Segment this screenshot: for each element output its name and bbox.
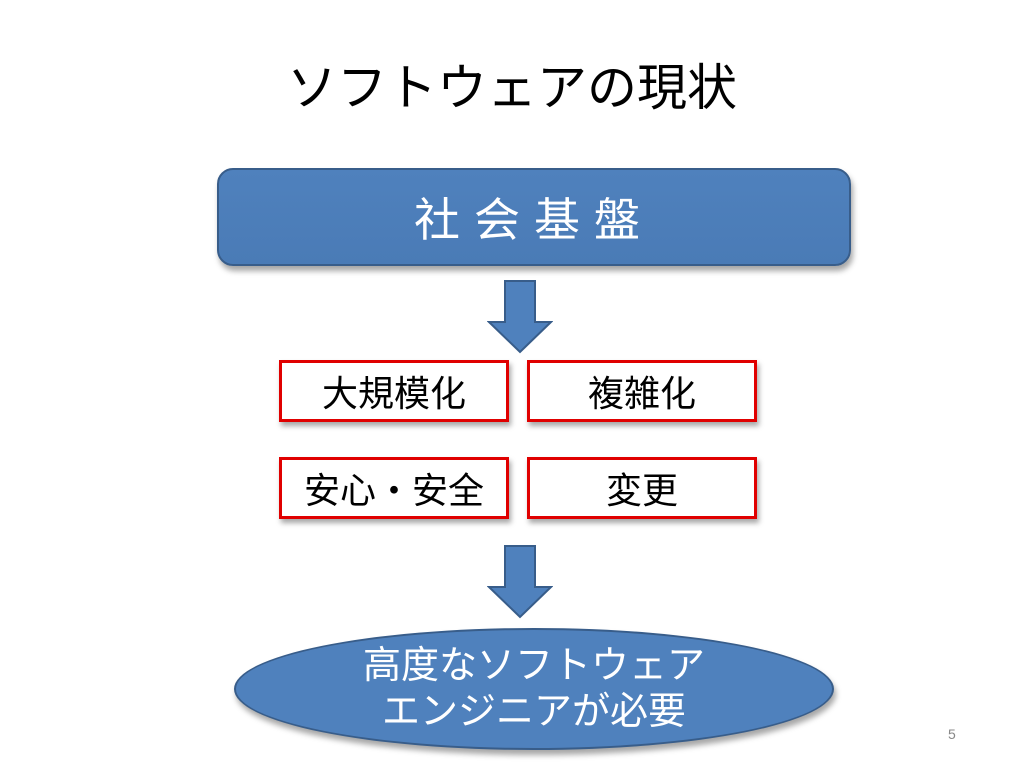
box-change: 変更 — [527, 457, 757, 519]
box-large-scale: 大規模化 — [279, 360, 509, 422]
box-safety-label: 安心・安全 — [303, 471, 484, 512]
box-complexity-label: 複雑化 — [587, 374, 696, 415]
box-safety: 安心・安全 — [279, 457, 509, 519]
down-arrow-icon — [487, 545, 553, 619]
box-complexity: 複雑化 — [527, 360, 757, 422]
page-number: 5 — [948, 726, 956, 742]
box-large-scale-label: 大規模化 — [321, 374, 466, 415]
box-change-label: 変更 — [605, 471, 678, 512]
social-infrastructure-label: 社会基盤 — [414, 193, 654, 247]
down-arrow-icon — [487, 280, 553, 354]
social-infrastructure-box: 社会基盤 — [217, 168, 851, 266]
conclusion-ellipse: 高度なソフトウェア エンジニアが必要 — [234, 628, 834, 750]
conclusion-line-1: 高度なソフトウェア — [362, 643, 705, 688]
slide-title: ソフトウェアの現状 — [287, 59, 737, 117]
conclusion-line-2: エンジニアが必要 — [381, 689, 686, 733]
